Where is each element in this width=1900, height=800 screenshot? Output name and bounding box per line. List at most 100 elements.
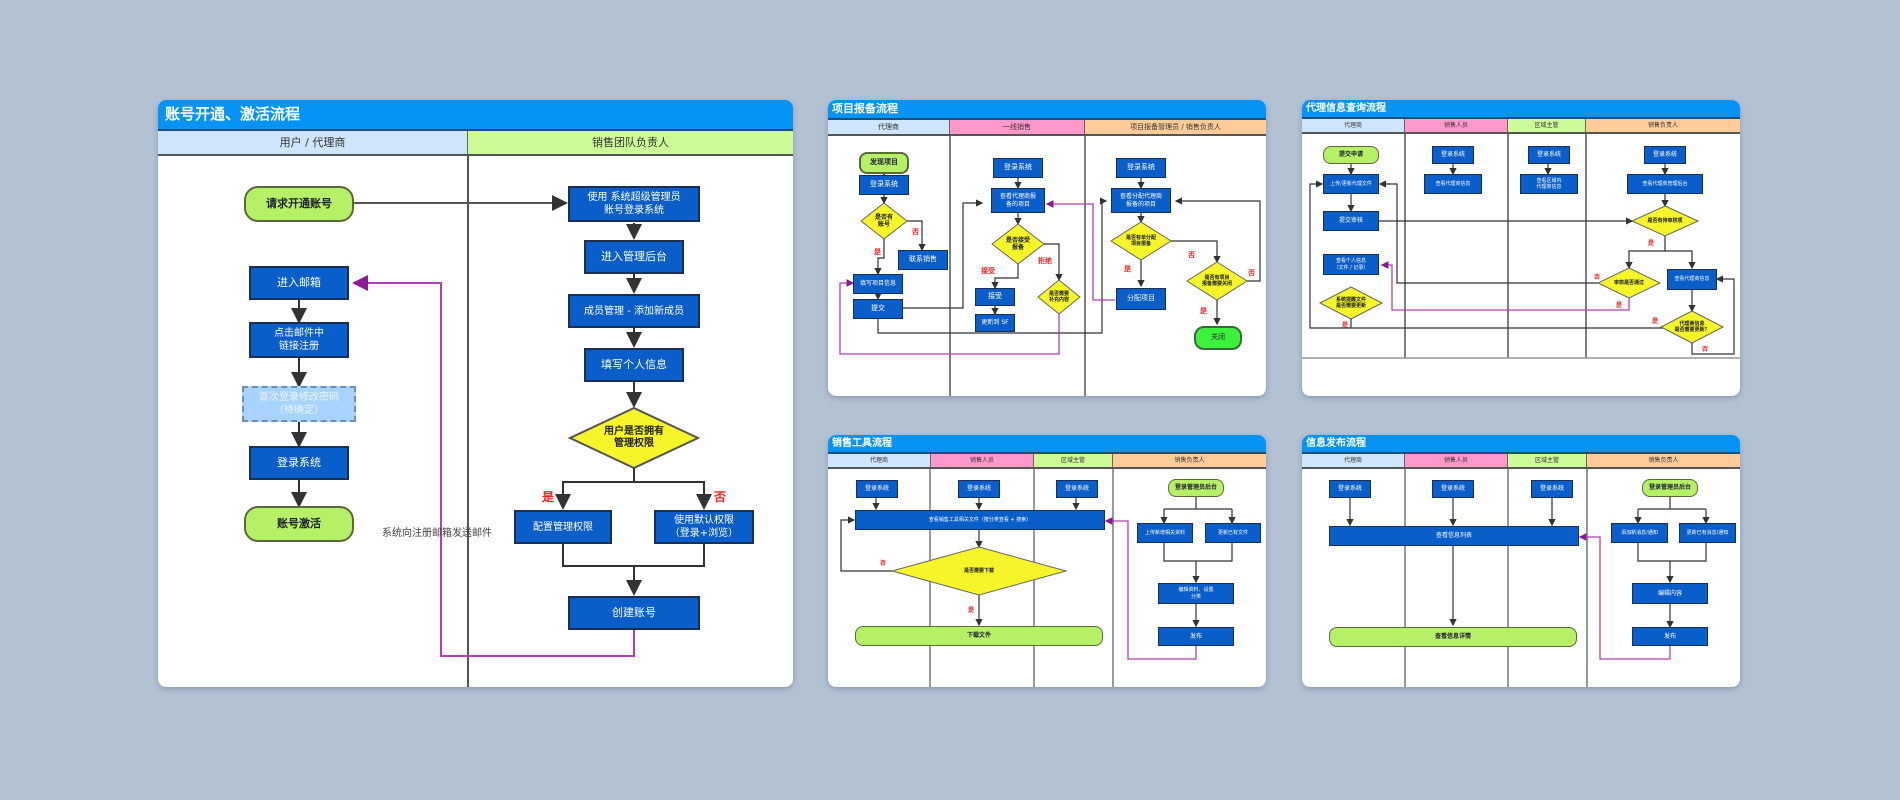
yes-label: 是 [874, 248, 881, 256]
lane-user-agent: 用户 / 代理商 [158, 131, 468, 154]
approval-feedback-line [1380, 261, 1630, 311]
connector [903, 199, 984, 309]
add-new-message-node: 添加新消息/通知 [1611, 523, 1668, 543]
lane-header: 用户 / 代理商 销售团队负责人 [158, 131, 793, 156]
publish-feedback-line [1578, 533, 1671, 660]
first-login-change-password-node: 首次登录修改密码 （待确定） [242, 386, 356, 422]
has-account-decision: 是否有 账号 [874, 213, 893, 229]
connector [1309, 180, 1352, 329]
yes-label: 是 [968, 607, 975, 614]
regional-login-node: 登录系统 [1528, 146, 1570, 164]
lane-sales-team-lead: 销售团队负责人 [468, 131, 793, 154]
enter-mailbox-node: 进入邮箱 [249, 266, 349, 300]
manager-admin-node: 查看代理商管理后台 [1627, 174, 1703, 194]
connector [991, 264, 1019, 290]
info-publish-flow-panel: 信息发布流程 代理商 销售人员 区域主管 销售负责人 登录系统 登录系统 登录系… [1302, 435, 1740, 687]
account-activation-flow-panel: 账号开通、激活流程 用户 / 代理商 销售团队负责人 请求开通账号 进入邮箱 点… [158, 100, 793, 687]
accepted-node: 接受 [975, 288, 1015, 306]
agent-login-node: 登录系统 [859, 175, 909, 195]
click-link-node: 点击邮件中 链接注册 [249, 322, 349, 358]
tools-connectors [840, 469, 1236, 687]
admin-login-node: 登录管理员后台 [1642, 479, 1698, 497]
lane-sales-staff: 销售人员 [931, 454, 1034, 467]
fill-project-info-node: 填写项目信息 [853, 274, 903, 294]
has-admin-permission-decision: 用户是否拥有 管理权限 [604, 425, 664, 450]
upload-new-material-node: 上传新增相关资料 [1137, 523, 1193, 543]
connector [874, 239, 885, 276]
lane-sales-staff: 销售人员 [1405, 119, 1508, 132]
need-supplement-decision: 是否需要 补充内容 [1048, 290, 1069, 303]
assign-feedback-line [1045, 200, 1115, 301]
connector [1665, 250, 1696, 270]
lane-header: 代理商 销售人员 区域主管 销售负责人 [1302, 454, 1740, 469]
panel-title: 信息发布流程 [1302, 435, 1740, 454]
submit-application-node: 提交申请 [1323, 146, 1379, 164]
sales-login-node: 登录系统 [958, 480, 1000, 498]
lane-regional-supervisor: 区域主管 [1508, 119, 1586, 132]
upload-agent-files-node: 上传/更新代理文件 [1323, 174, 1379, 194]
lane-agent: 代理商 [828, 454, 931, 467]
lane-regional-supervisor: 区域主管 [1508, 454, 1587, 467]
connector [1625, 236, 1666, 270]
admin-login-node: 登录管理员后台 [1168, 479, 1224, 497]
enter-admin-node: 进入管理后台 [584, 240, 684, 274]
connector [1637, 543, 1707, 562]
panel-title: 账号开通、激活流程 [158, 100, 793, 131]
lane-sales-lead: 销售负责人 [1587, 454, 1740, 467]
approval-passed-decision: 审核是否通过 [1613, 279, 1644, 286]
yes-label: 是 [1200, 307, 1207, 315]
yes-label: 是 [1124, 265, 1131, 273]
manager-login-node: 登录系统 [1116, 158, 1166, 178]
download-file-node: 下载文件 [855, 626, 1103, 646]
publish-connectors [1346, 469, 1710, 687]
accept-report-decision: 是否接受 报备 [1005, 236, 1030, 252]
connector [634, 481, 712, 510]
manager-login-node: 登录系统 [1644, 146, 1686, 164]
lane-regional-supervisor: 区域主管 [1034, 454, 1113, 467]
no-label: 否 [912, 228, 919, 236]
agent-info-query-flow-panel: 代理信息查询流程 代理商 销售人员 区域主管 销售负责人 提交申请 上传/更新代… [1302, 100, 1740, 396]
lane-sales-staff: 销售人员 [1405, 454, 1508, 467]
view-agent-reports-node: 查看代理商报 备的项目 [991, 188, 1045, 213]
lane-sales-lead: 销售负责人 [1113, 454, 1266, 467]
query-connectors [1302, 134, 1740, 359]
account-connectors [291, 156, 712, 687]
no-label: 否 [880, 560, 887, 567]
default-permission-node: 使用默认权限 （登录+浏览） [654, 510, 754, 544]
sales-login-node: 登录系统 [1432, 480, 1474, 498]
connector [877, 197, 1108, 334]
need-download-decision: 是否需要下载 [963, 567, 994, 574]
edit-material-node: 编辑资料、设置 分类 [1158, 583, 1234, 604]
sales-login-node: 登录系统 [993, 158, 1043, 178]
connector [1378, 180, 1598, 284]
lane-header: 代理商 销售人员 区域主管 销售负责人 [828, 454, 1266, 469]
lane-report-manager: 项目报备管理员 / 销售负责人 [1085, 120, 1266, 134]
email-feedback-line [352, 275, 635, 657]
connector [1044, 243, 1063, 282]
submit-node: 提交 [853, 299, 903, 319]
edit-content-node: 编辑内容 [1632, 583, 1708, 604]
view-personal-info-node: 查看个人信息 （文件 / 记录） [1323, 254, 1379, 275]
no-label: 否 [714, 490, 727, 504]
config-permission-node: 配置管理权限 [514, 510, 612, 544]
project-report-flow-panel: 项目报备流程 代理商 一线销售 项目报备管理员 / 销售负责人 发现项目 登录系… [828, 100, 1266, 396]
publish-node: 发布 [1158, 627, 1234, 646]
super-admin-login-node: 使用 系统超级管理员 账号登录系统 [568, 186, 700, 222]
request-account-node: 请求开通账号 [244, 186, 354, 222]
lane-sales-lead: 销售负责人 [1586, 119, 1740, 132]
discover-project-node: 发现项目 [859, 152, 909, 174]
no-label: 否 [1248, 269, 1255, 277]
fill-personal-info-node: 填写个人信息 [584, 348, 684, 382]
lane-agent: 代理商 [1302, 454, 1405, 467]
connector [562, 544, 705, 567]
sales-login-node: 登录系统 [1432, 146, 1474, 164]
regional-view-agent-node: 查看区域内 代理商信息 [1520, 174, 1578, 194]
update-sf-node: 更新到 SF [975, 314, 1015, 332]
connector [555, 468, 635, 510]
view-info-detail-node: 查看信息详情 [1329, 627, 1577, 647]
connector [907, 220, 926, 252]
assign-project-decision: 是否有单分配 项目报备 [1125, 234, 1156, 247]
panel-title: 项目报备流程 [828, 100, 1266, 120]
yes-label: 是 [1342, 322, 1349, 329]
regional-login-node: 登录系统 [1531, 480, 1573, 498]
